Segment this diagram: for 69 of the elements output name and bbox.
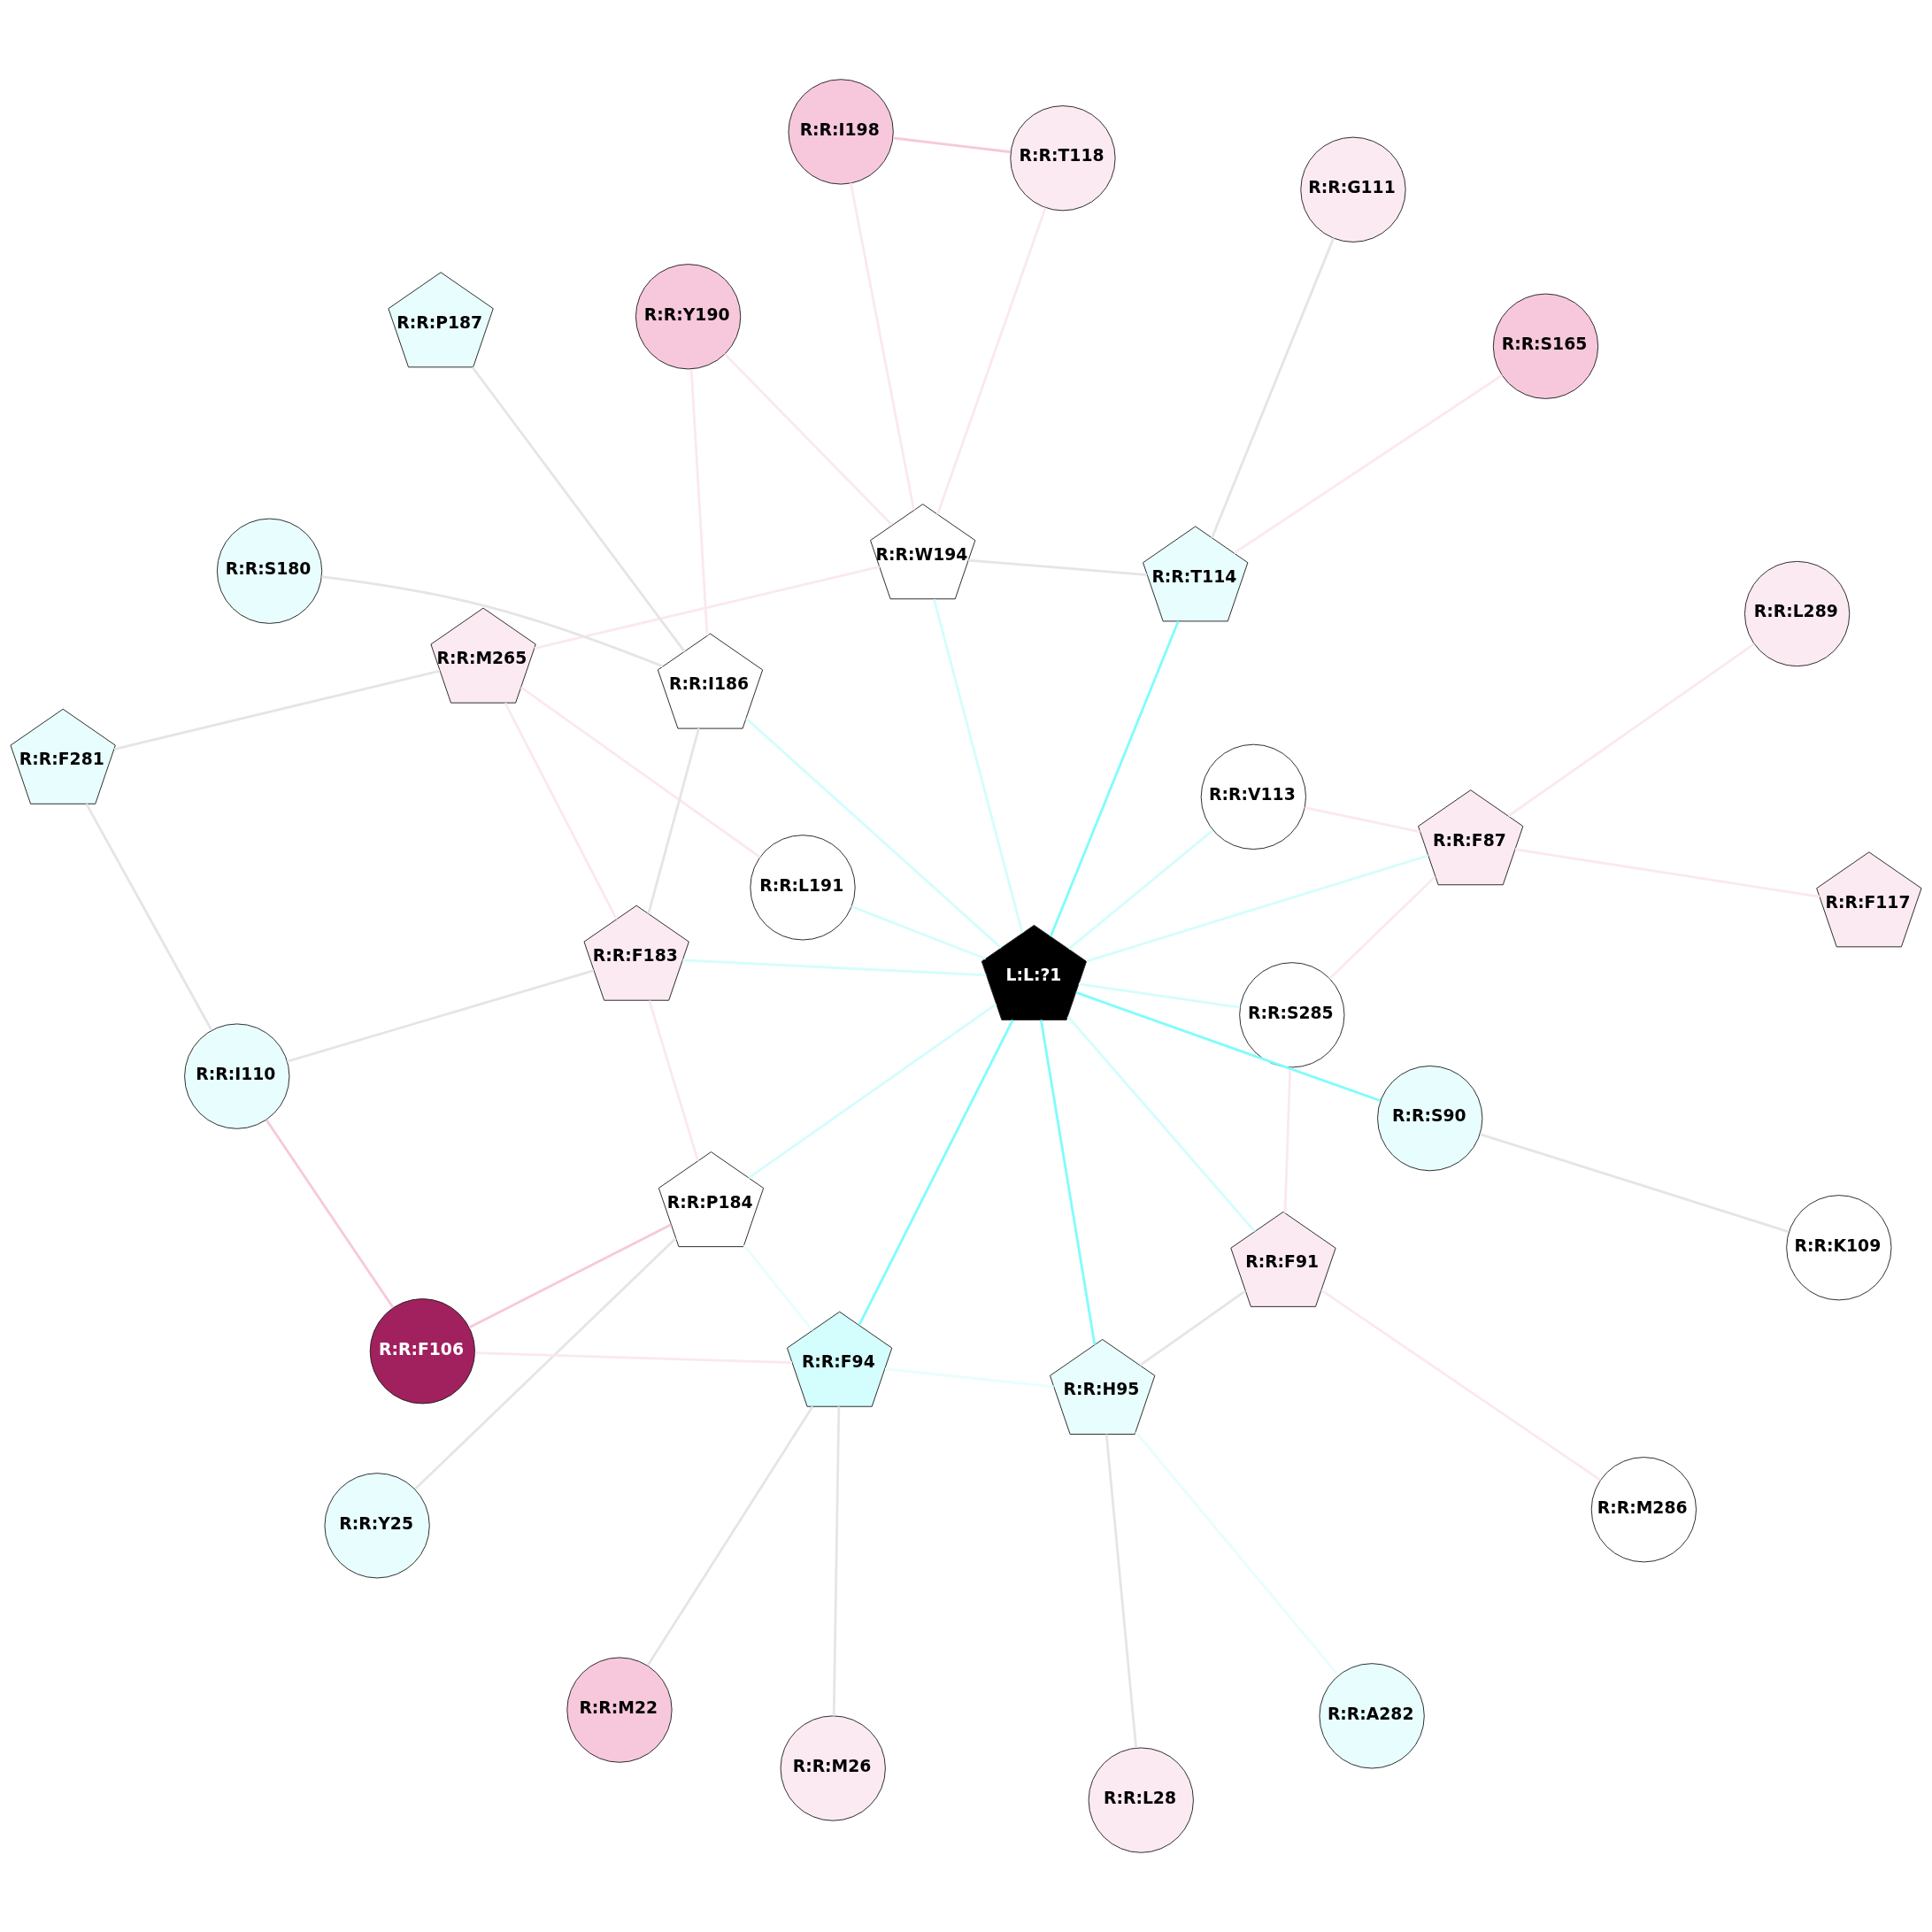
- node-circle: R:R:I110: [184, 1023, 290, 1129]
- connector: [832, 1406, 841, 1716]
- connector: [474, 1351, 793, 1365]
- node-circle: R:R:A282: [1319, 1663, 1425, 1769]
- node-circle: R:R:F106: [369, 1298, 475, 1405]
- connector: [1039, 1020, 1097, 1345]
- connector: [724, 353, 893, 527]
- connector: [743, 1244, 813, 1331]
- connector: [468, 1223, 672, 1329]
- node-circle: R:R:Y25: [324, 1473, 430, 1579]
- connector: [936, 207, 1047, 515]
- node-circle: R:R:K109: [1786, 1195, 1892, 1301]
- connector: [504, 702, 618, 920]
- connector: [748, 1003, 997, 1180]
- connector: [1049, 620, 1180, 937]
- node-circle: R:R:I198: [788, 79, 894, 185]
- connector: [933, 598, 1024, 934]
- connector: [646, 1405, 814, 1666]
- connector: [1078, 982, 1241, 1009]
- node-circle: R:R:S285: [1239, 962, 1345, 1068]
- connector: [648, 1000, 699, 1162]
- connector: [745, 717, 1002, 949]
- connector: [1514, 848, 1820, 898]
- connector: [1320, 1289, 1602, 1482]
- connector: [1211, 237, 1335, 539]
- connector: [1066, 1015, 1256, 1233]
- connector: [892, 136, 1012, 154]
- connector: [851, 905, 987, 960]
- connector: [414, 1237, 677, 1490]
- connector: [1105, 1434, 1138, 1749]
- connector: [1233, 373, 1503, 555]
- connector: [321, 575, 664, 668]
- node-circle: R:R:V113: [1200, 743, 1306, 850]
- connector: [534, 566, 881, 650]
- connector: [1135, 1431, 1340, 1677]
- connector: [689, 369, 709, 636]
- node-circle: R:R:T118: [1010, 105, 1116, 212]
- connector: [1283, 1067, 1292, 1213]
- connector: [1328, 875, 1436, 980]
- node-circle: R:R:L191: [750, 835, 856, 941]
- node-circle: R:R:M22: [566, 1657, 673, 1763]
- connector: [1507, 643, 1755, 818]
- node-circle: R:R:M286: [1590, 1457, 1697, 1563]
- connector: [1075, 991, 1382, 1103]
- node-circle: R:R:S165: [1492, 293, 1599, 399]
- connector: [1305, 806, 1420, 834]
- connector: [1067, 829, 1214, 951]
- node-circle: R:R:M26: [780, 1715, 886, 1821]
- node-circle: R:R:G111: [1300, 136, 1406, 242]
- connector: [884, 1367, 1054, 1389]
- node-circle: R:R:S90: [1377, 1066, 1483, 1172]
- node-circle: R:R:Y190: [635, 264, 742, 370]
- connector: [471, 366, 686, 652]
- connector: [1479, 1133, 1790, 1234]
- connector: [520, 686, 761, 858]
- connector: [647, 727, 700, 914]
- connector: [85, 803, 213, 1031]
- node-circle: R:R:L289: [1743, 560, 1851, 667]
- connector: [968, 558, 1148, 576]
- connector: [858, 1019, 1014, 1326]
- connector: [287, 969, 595, 1063]
- connector: [849, 182, 915, 511]
- connector: [1139, 1289, 1246, 1366]
- node-circle: R:R:S180: [216, 518, 323, 624]
- connector: [113, 669, 441, 750]
- node-circle: R:R:L28: [1088, 1747, 1194, 1853]
- connector: [682, 958, 987, 977]
- connector: [1086, 854, 1429, 963]
- connector: [265, 1119, 395, 1309]
